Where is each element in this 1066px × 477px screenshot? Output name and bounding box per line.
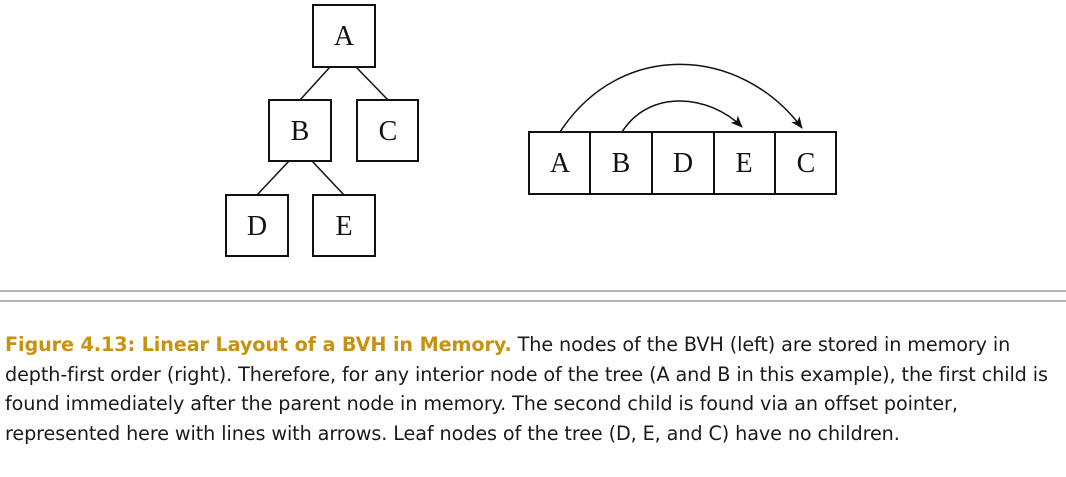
tree-node-c: C: [356, 99, 419, 162]
memory-cell-c: C: [797, 148, 816, 179]
linear-layout: A B D E C: [528, 131, 837, 195]
tree-node-label: B: [291, 116, 310, 147]
bvh-diagram: A B C D E A B D E C: [225, 4, 837, 257]
memory-cells-outline: [528, 131, 837, 195]
tree-node-e: E: [312, 194, 376, 257]
memory-cell-b: B: [612, 148, 631, 179]
memory-cell-d: D: [673, 148, 693, 179]
tree-node-label: C: [379, 116, 398, 147]
tree-edge-b-d: [256, 160, 290, 196]
tree-edges: [256, 66, 389, 196]
tree-edge-a-c: [355, 66, 389, 101]
tree-edge-b-e: [311, 160, 345, 196]
caption-rule-top: [0, 290, 1066, 292]
tree-node-label: A: [334, 21, 355, 52]
tree-node-label: E: [335, 211, 352, 242]
memory-cell-a: A: [550, 148, 571, 179]
figure-caption: Figure 4.13: Linear Layout of a BVH in M…: [5, 330, 1063, 448]
tree-node-b: B: [268, 99, 332, 162]
tree-node-a: A: [312, 4, 376, 68]
tree-node-label: D: [247, 211, 267, 242]
caption-rule-bottom: [0, 300, 1066, 302]
tree-edge-a-b: [299, 66, 331, 101]
offset-pointer-a-to-c: [559, 63, 803, 133]
tree-node-d: D: [225, 194, 289, 257]
offset-pointers: [559, 63, 803, 133]
figure-caption-label: Figure 4.13: Linear Layout of a BVH in M…: [5, 333, 512, 356]
memory-cell-e: E: [735, 148, 752, 179]
figure-caption-text: The nodes of the BVH (left) are stored i…: [5, 333, 1048, 445]
offset-pointer-b-to-e: [621, 100, 743, 133]
